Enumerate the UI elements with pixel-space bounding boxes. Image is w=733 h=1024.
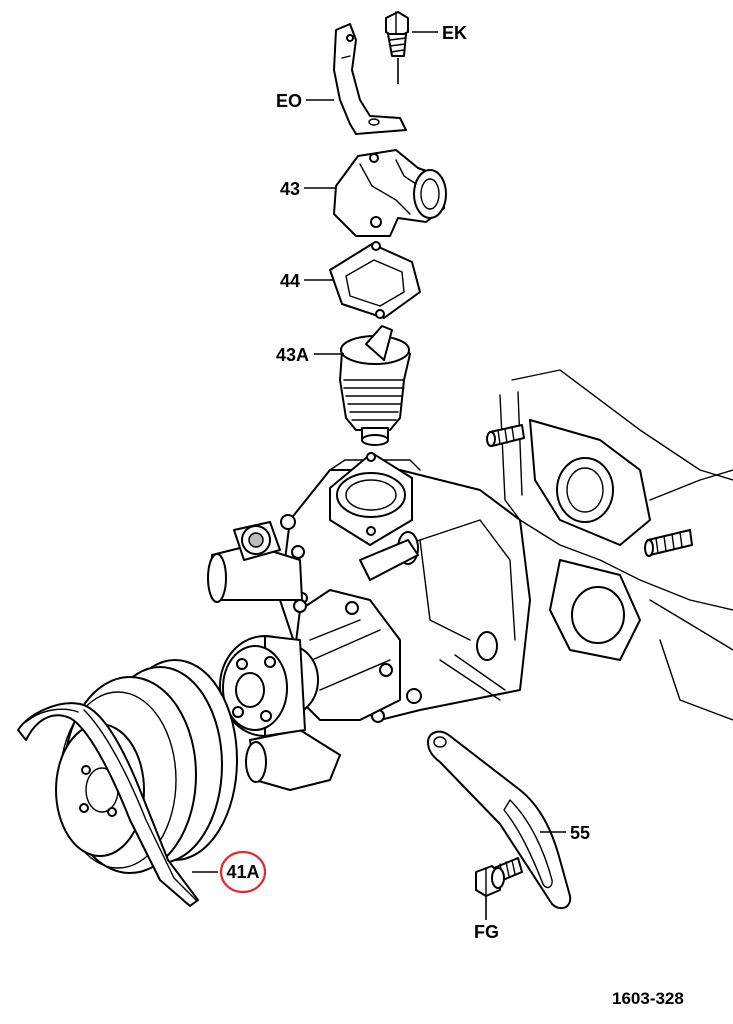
callout-44: 44 bbox=[280, 271, 300, 291]
callout-fg: FG bbox=[474, 922, 499, 942]
pump-flange bbox=[219, 635, 319, 737]
leader-lines bbox=[192, 31, 566, 920]
thermostat bbox=[339, 325, 411, 446]
stud-upper bbox=[486, 424, 525, 447]
bolt-fg bbox=[475, 857, 523, 897]
inlet-pipe bbox=[207, 521, 303, 603]
thermostat-housing bbox=[333, 149, 447, 237]
callout-41a-highlight: 41A bbox=[219, 850, 267, 894]
water-pump-housing bbox=[279, 452, 531, 723]
bracket-eo bbox=[333, 23, 407, 135]
bracket-55 bbox=[427, 730, 572, 910]
highlight-circle bbox=[219, 850, 267, 894]
callout-eo: EO bbox=[276, 91, 302, 111]
callout-55: 55 bbox=[570, 823, 590, 843]
bolt-ek bbox=[385, 11, 409, 84]
gasket bbox=[329, 241, 421, 319]
callout-43: 43 bbox=[280, 179, 300, 199]
outlet-pipe bbox=[245, 729, 341, 791]
callout-ek: EK bbox=[442, 23, 467, 43]
v-belt bbox=[17, 702, 199, 907]
stud-lower bbox=[644, 529, 693, 557]
engine-block bbox=[486, 369, 733, 721]
diagram-code: 1603-328 bbox=[612, 989, 684, 1008]
callout-41a: 41A bbox=[226, 862, 259, 882]
callout-43a: 43A bbox=[276, 345, 309, 365]
